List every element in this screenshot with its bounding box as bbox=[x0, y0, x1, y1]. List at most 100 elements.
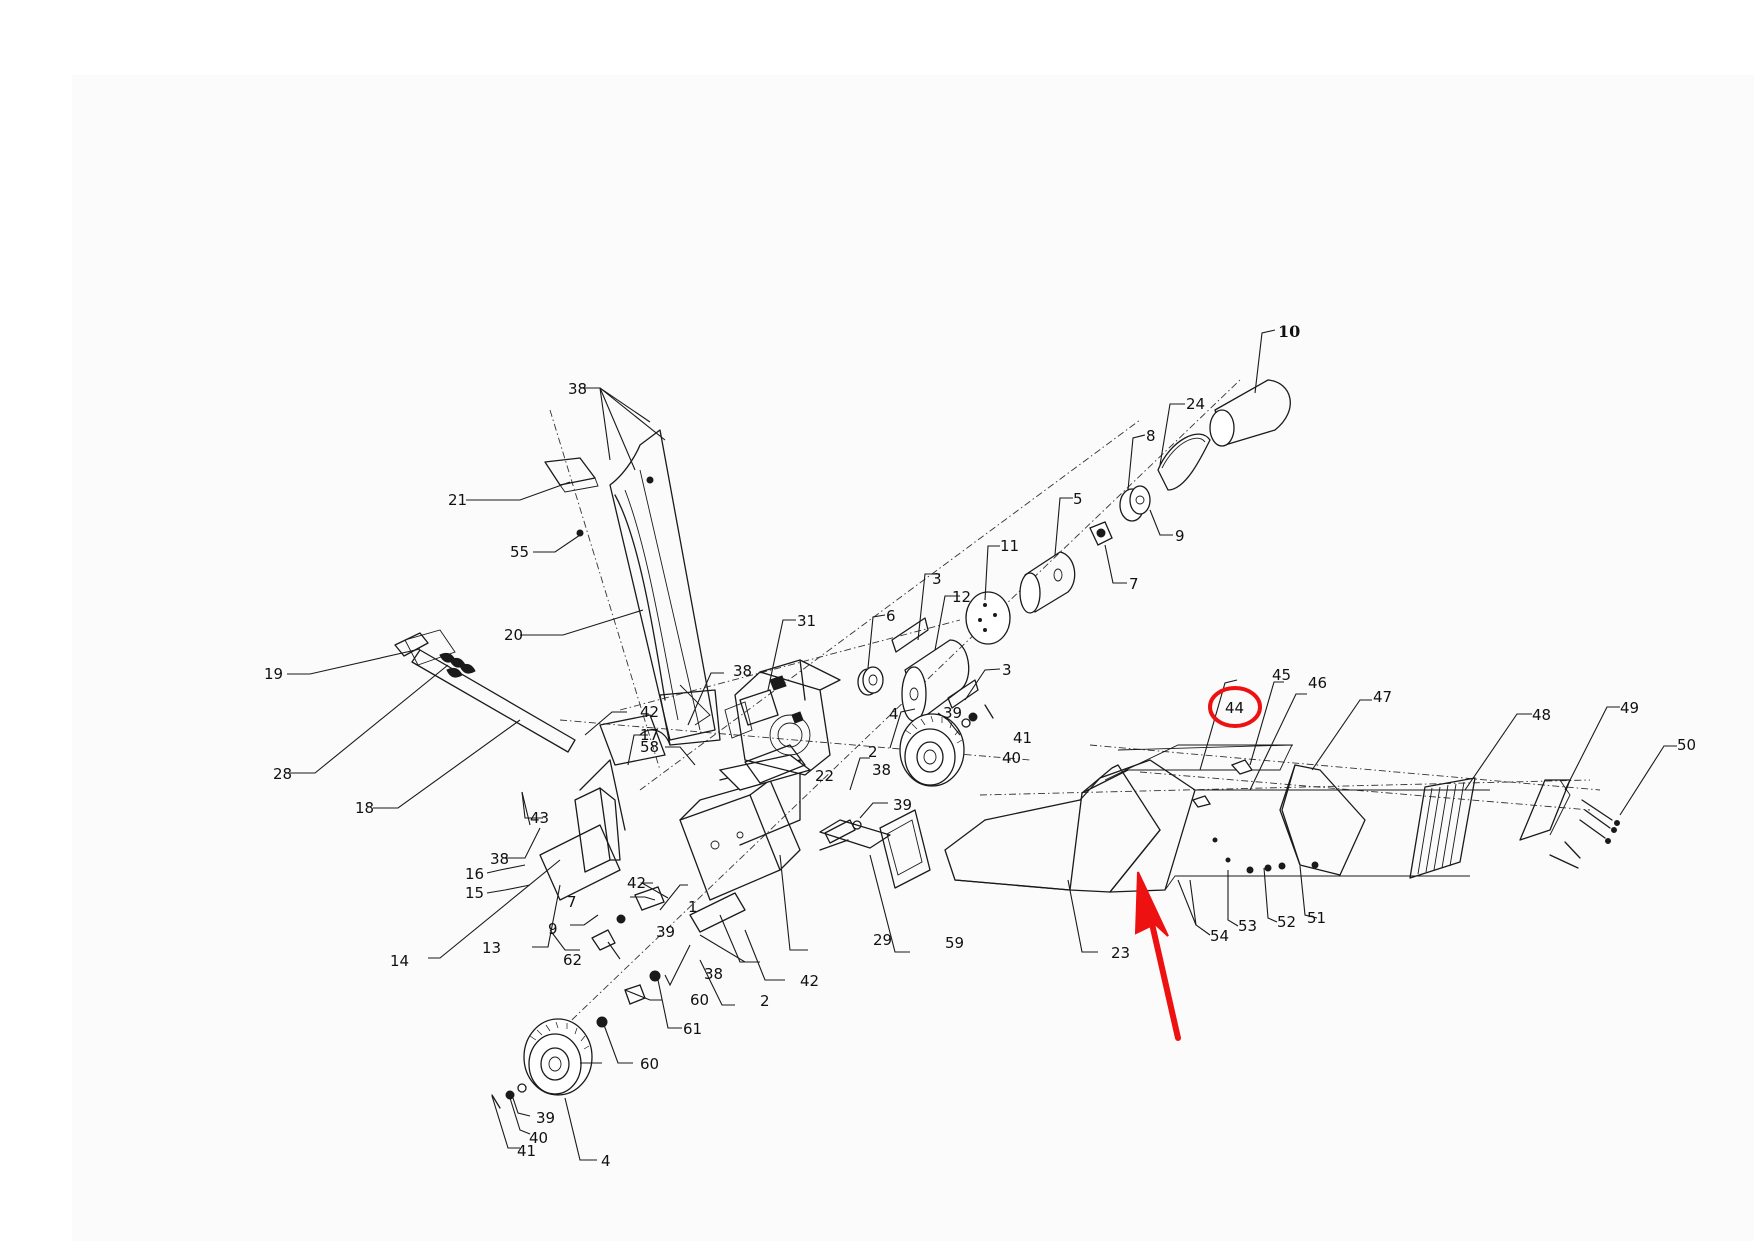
callout-60: 60 bbox=[640, 1055, 659, 1073]
callout-39: 39 bbox=[536, 1109, 555, 1127]
feed-tray-upper bbox=[1117, 744, 1293, 808]
callout-55: 55 bbox=[510, 543, 529, 561]
callout-38: 38 bbox=[872, 761, 891, 779]
callout-58: 58 bbox=[640, 738, 659, 756]
engine bbox=[724, 659, 841, 776]
callout-1: 1 bbox=[688, 898, 698, 916]
callout-42: 42 bbox=[640, 703, 659, 721]
discharge-chute bbox=[609, 429, 721, 746]
callout-60: 60 bbox=[690, 991, 709, 1009]
drive-belt bbox=[1157, 433, 1211, 491]
callout-3: 3 bbox=[1002, 661, 1012, 679]
callout-2: 2 bbox=[868, 743, 878, 761]
callout-39: 39 bbox=[893, 796, 912, 814]
callout-61: 61 bbox=[683, 1020, 702, 1038]
callout-31: 31 bbox=[797, 612, 816, 630]
belt-cover bbox=[1209, 379, 1291, 447]
callout-59: 59 bbox=[945, 934, 964, 952]
callout-41: 41 bbox=[517, 1142, 536, 1160]
tow-bar bbox=[394, 629, 576, 753]
callout-9: 9 bbox=[548, 920, 558, 938]
flywheel-disc bbox=[965, 591, 1011, 645]
diagram-paper bbox=[72, 75, 1754, 1241]
bearing-flange bbox=[1089, 521, 1113, 546]
callout-54: 54 bbox=[1210, 927, 1229, 945]
callout-38: 38 bbox=[704, 965, 723, 983]
wheel-lower bbox=[523, 1018, 593, 1096]
callout-7: 7 bbox=[567, 893, 577, 911]
callout-16: 16 bbox=[465, 865, 484, 883]
callout-28: 28 bbox=[273, 765, 292, 783]
highlight-annotation bbox=[1134, 686, 1262, 1041]
wheel-upper bbox=[899, 713, 965, 787]
callout-21: 21 bbox=[448, 491, 467, 509]
callout-10: 10 bbox=[1278, 322, 1300, 341]
callout-50: 50 bbox=[1677, 736, 1696, 754]
callout-3: 3 bbox=[932, 570, 942, 588]
tray-fasteners bbox=[1212, 837, 1319, 874]
callout-20: 20 bbox=[504, 626, 523, 644]
callout-labels: 10 24 8 9 5 7 11 3 12 6 3 31 38 21 55 20… bbox=[264, 322, 1696, 1170]
end-bracket bbox=[1519, 779, 1571, 841]
drive-pulley bbox=[857, 666, 884, 696]
callout-7: 7 bbox=[1129, 575, 1139, 593]
bearing-sleeve bbox=[1019, 551, 1076, 614]
callout-49: 49 bbox=[1620, 699, 1639, 717]
callout-47: 47 bbox=[1373, 688, 1392, 706]
callout-17: 17 bbox=[640, 726, 659, 744]
highlight-arrow-head bbox=[1134, 871, 1169, 937]
callout-19: 19 bbox=[264, 665, 283, 683]
callout-40: 40 bbox=[1002, 749, 1021, 767]
callout-39: 39 bbox=[656, 923, 675, 941]
callout-4: 4 bbox=[601, 1152, 611, 1170]
chute-bolts bbox=[576, 476, 654, 537]
callout-2: 2 bbox=[760, 992, 770, 1010]
feed-plate bbox=[744, 744, 806, 784]
callout-14: 14 bbox=[390, 952, 409, 970]
feed-hopper bbox=[944, 744, 1490, 893]
callout-53: 53 bbox=[1238, 917, 1257, 935]
end-fasteners bbox=[1549, 799, 1620, 869]
callout-44: 44 bbox=[1225, 699, 1244, 717]
callout-9: 9 bbox=[1175, 527, 1185, 545]
callout-46: 46 bbox=[1308, 674, 1327, 692]
callout-29: 29 bbox=[873, 931, 892, 949]
callout-23: 23 bbox=[1111, 944, 1130, 962]
callout-8: 8 bbox=[1146, 427, 1156, 445]
callout-15: 15 bbox=[465, 884, 484, 902]
side-bracket bbox=[599, 684, 711, 766]
callout-6: 6 bbox=[886, 607, 896, 625]
callout-22: 22 bbox=[815, 767, 834, 785]
callout-42: 42 bbox=[800, 972, 819, 990]
deflector-plate bbox=[544, 457, 599, 493]
callout-38: 38 bbox=[733, 662, 752, 680]
callout-40: 40 bbox=[529, 1129, 548, 1147]
cutter-blade bbox=[891, 617, 979, 709]
callout-39: 39 bbox=[943, 704, 962, 722]
highlight-circle bbox=[1208, 686, 1262, 728]
callout-13: 13 bbox=[482, 939, 501, 957]
axle-hardware bbox=[491, 704, 994, 1109]
end-pulley bbox=[1119, 485, 1151, 522]
callout-38: 38 bbox=[490, 850, 509, 868]
callout-51: 51 bbox=[1307, 909, 1326, 927]
callout-48: 48 bbox=[1532, 706, 1551, 724]
callout-5: 5 bbox=[1073, 490, 1083, 508]
callout-4: 4 bbox=[889, 705, 899, 723]
grate bbox=[1409, 777, 1476, 879]
callout-18: 18 bbox=[355, 799, 374, 817]
stand-bracket bbox=[539, 759, 626, 901]
frame-rail bbox=[1279, 764, 1366, 876]
main-housing bbox=[679, 754, 812, 901]
callout-62: 62 bbox=[563, 951, 582, 969]
callout-38: 38 bbox=[568, 380, 587, 398]
callout-45: 45 bbox=[1272, 666, 1291, 684]
callout-43: 43 bbox=[530, 809, 549, 827]
callout-42: 42 bbox=[627, 874, 646, 892]
callout-52: 52 bbox=[1277, 913, 1296, 931]
callout-24: 24 bbox=[1186, 395, 1205, 413]
leader-lines bbox=[287, 329, 1677, 1161]
callout-11: 11 bbox=[1000, 537, 1019, 555]
callout-41: 41 bbox=[1013, 729, 1032, 747]
